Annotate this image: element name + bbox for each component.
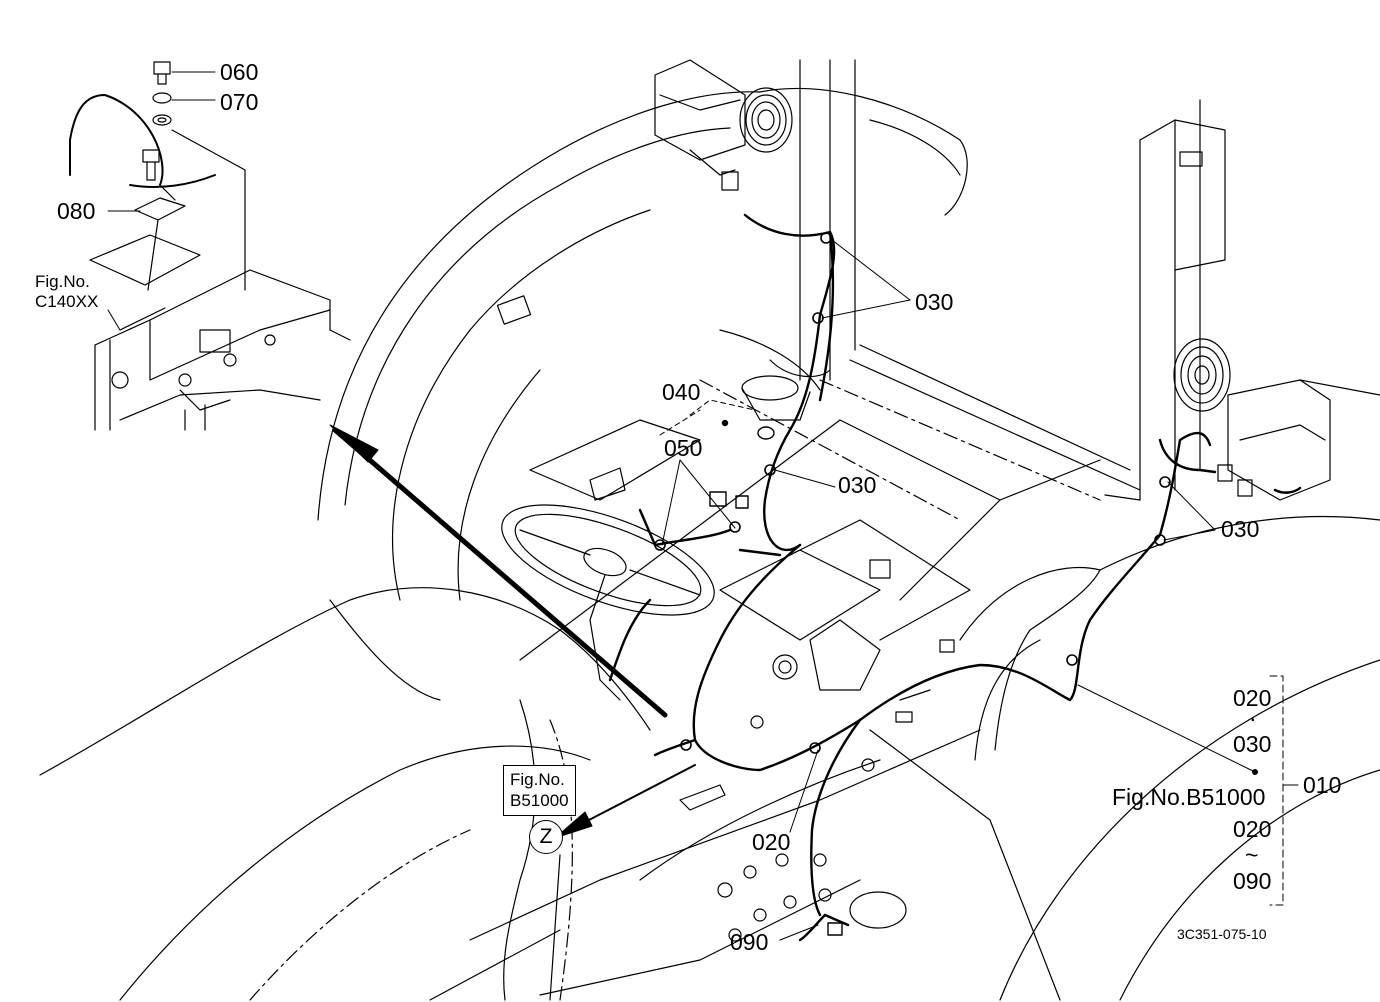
steering-wheel xyxy=(501,504,715,701)
drawing-code: 3C351-075-10 xyxy=(1177,926,1267,942)
floor-holes xyxy=(679,784,907,942)
rops-right-post xyxy=(1104,99,1226,501)
assembly-090: 090 xyxy=(1233,868,1272,894)
floor-platform xyxy=(429,344,1141,1001)
assembly-020-bottom: 020 xyxy=(1233,816,1272,842)
inset-bracket-detail xyxy=(69,61,351,431)
fig-ref-c140xx: Fig.No. C140XX xyxy=(35,272,98,313)
right-fender xyxy=(959,515,1380,1001)
left-work-light xyxy=(654,59,793,191)
callout-030-right: 030 xyxy=(1221,516,1260,542)
callout-070: 070 xyxy=(220,89,259,115)
callout-090: 090 xyxy=(730,929,769,955)
fig-ref-b51000: Fig.No. B51000 xyxy=(503,765,576,816)
fig-ref-c140xx-line2: C140XX xyxy=(35,292,99,312)
valve-assembly xyxy=(719,519,971,772)
assembly-tilde: ~ xyxy=(1245,842,1259,868)
assembly-fig-b51000: Fig.No.B51000 xyxy=(1112,784,1266,810)
assembly-020-top: 020 xyxy=(1233,685,1272,711)
callout-020: 020 xyxy=(752,829,791,855)
harness-clamps xyxy=(654,232,1171,754)
reference-arrow xyxy=(329,424,696,1001)
callout-040: 040 xyxy=(662,379,701,405)
leader-lines xyxy=(107,71,1299,941)
fig-ref-b51000-line2: B51000 xyxy=(510,791,569,811)
right-work-light xyxy=(1173,338,1380,501)
callout-050: 050 xyxy=(664,435,703,461)
fig-ref-c140xx-line1: Fig.No. xyxy=(35,272,90,291)
hood-body xyxy=(39,587,651,1001)
fender-outline xyxy=(317,87,968,601)
callout-060: 060 xyxy=(220,59,259,85)
assembly-030: 030 xyxy=(1233,731,1272,757)
view-marker-z: Z xyxy=(529,820,563,854)
connectors xyxy=(709,419,843,936)
assembly-group-010: 010 xyxy=(1303,772,1342,798)
callout-080: 080 xyxy=(57,198,96,224)
wire-harness xyxy=(608,213,1302,942)
callout-030-middle: 030 xyxy=(838,472,877,498)
dashboard xyxy=(496,295,821,501)
assembly-dot: · xyxy=(1249,705,1257,731)
fig-ref-b51000-line1: Fig.No. xyxy=(510,770,565,789)
callout-030-upper: 030 xyxy=(915,289,954,315)
